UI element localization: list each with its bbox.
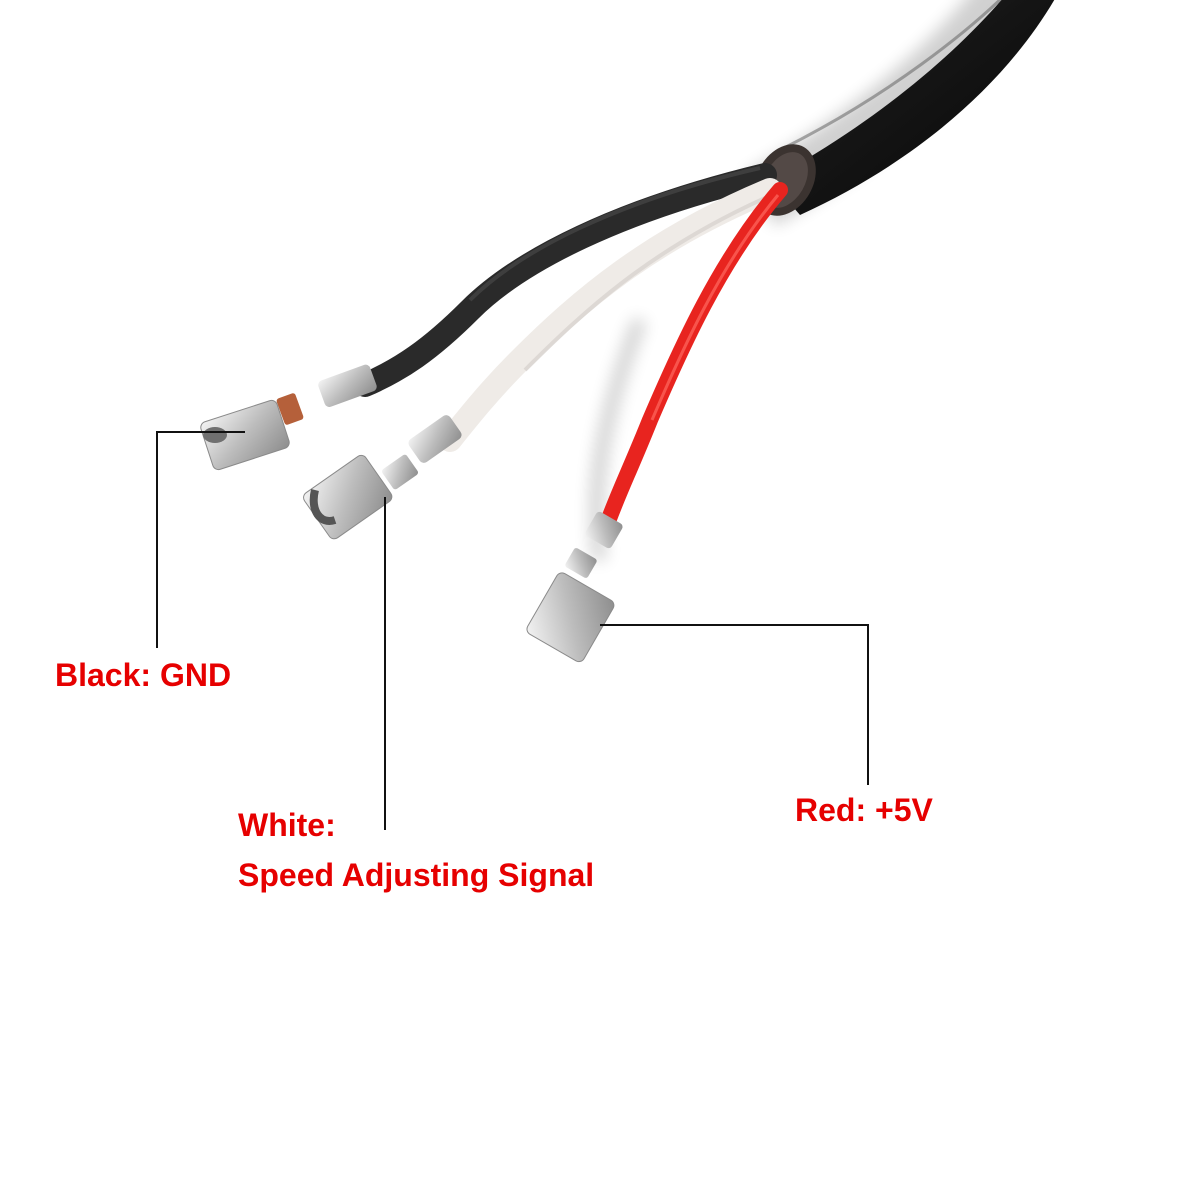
black-wire: [353, 163, 777, 397]
cable-sheath: [754, 0, 1055, 216]
leader-line-black: [156, 431, 245, 648]
red-terminal: [526, 511, 623, 663]
label-white-title: White:: [238, 807, 336, 843]
white-wire: [438, 178, 782, 452]
leader-lines: [156, 431, 869, 830]
black-terminal: [200, 364, 377, 471]
label-black-gnd: Black: GND: [55, 657, 232, 693]
red-wire: [597, 182, 788, 538]
label-red-5v: Red: +5V: [795, 792, 933, 828]
white-terminal: [303, 415, 462, 540]
label-white-signal: Speed Adjusting Signal: [238, 857, 595, 893]
leader-line-red: [600, 624, 869, 785]
